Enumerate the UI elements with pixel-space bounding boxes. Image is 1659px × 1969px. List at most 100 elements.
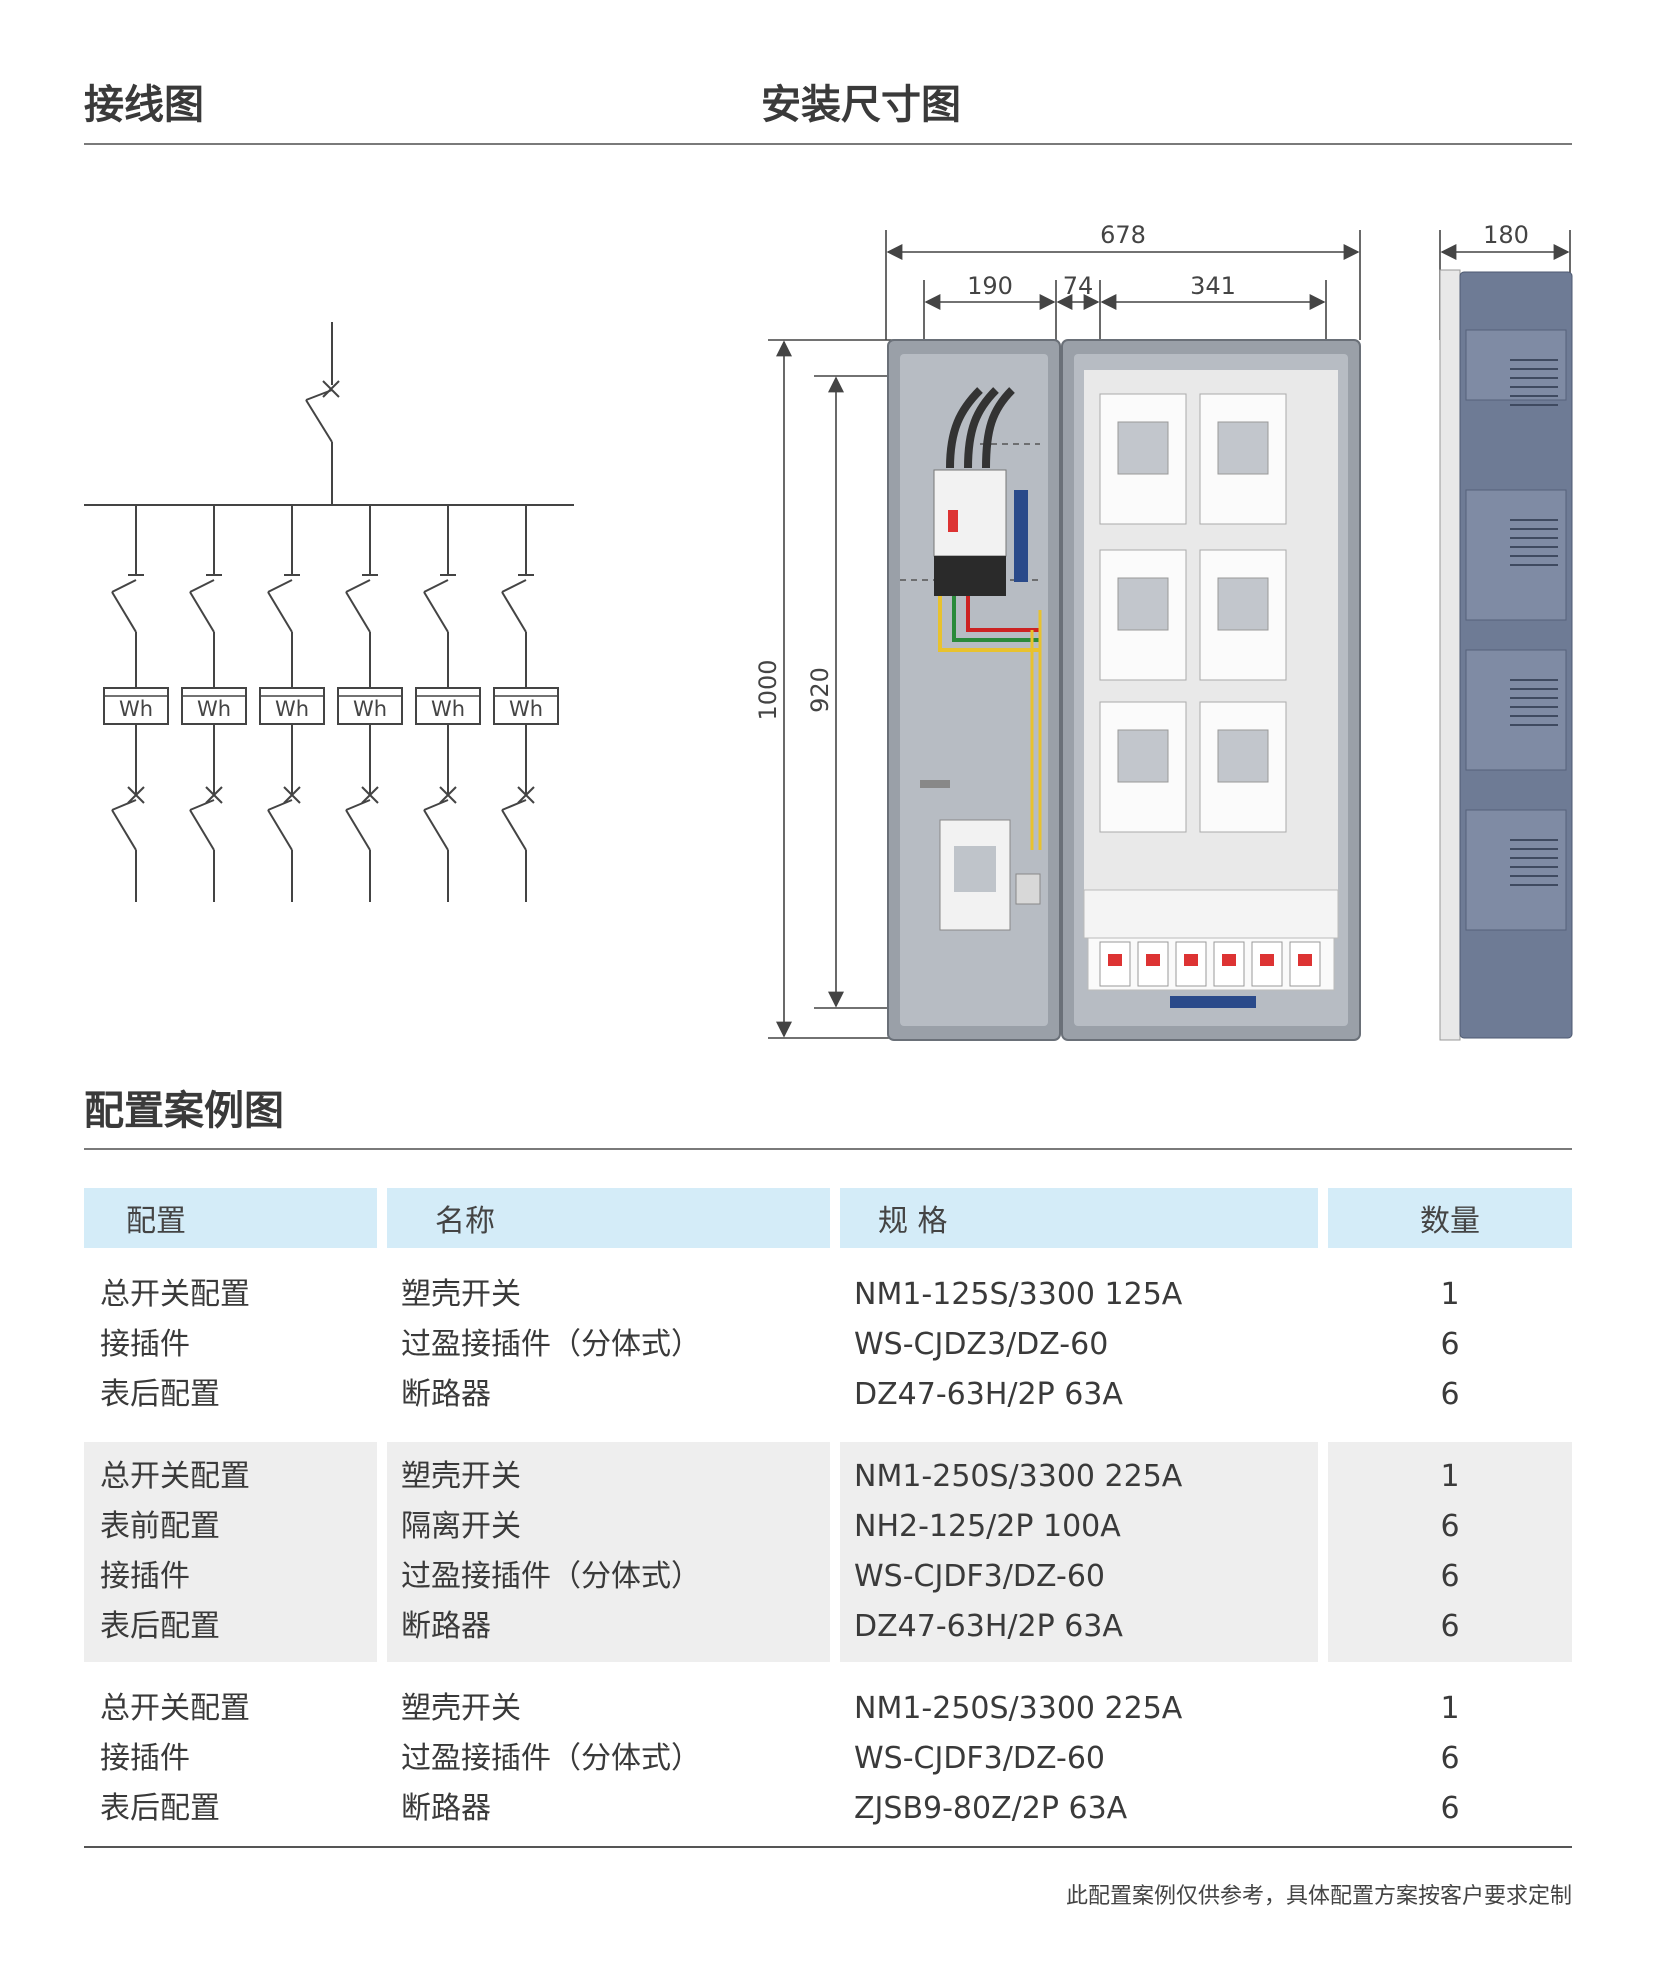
config-group-column-config: 总开关配置接插件表后配置 bbox=[84, 1674, 377, 1844]
header-quantity: 数量 bbox=[1328, 1188, 1572, 1248]
meter-label: Wh bbox=[509, 697, 543, 721]
meter-box: Wh bbox=[415, 687, 481, 725]
cell-name: 过盈接插件（分体式） bbox=[401, 1559, 701, 1594]
cell-spec: NM1-250S/3300 225A bbox=[854, 1459, 1183, 1494]
cell-config: 总开关配置 bbox=[100, 1277, 250, 1312]
cell-qty: 6 bbox=[1440, 1559, 1460, 1594]
cell-qty: 6 bbox=[1440, 1791, 1460, 1826]
cell-name: 断路器 bbox=[401, 1609, 491, 1644]
cabinet-side-view bbox=[1439, 269, 1573, 1041]
dim-total-width: 678 bbox=[1100, 221, 1146, 249]
cell-spec: DZ47-63H/2P 63A bbox=[854, 1609, 1123, 1644]
mcb bbox=[1137, 941, 1169, 987]
dim-total-height: 1000 bbox=[754, 659, 782, 720]
install-dimension-title: 安装尺寸图 bbox=[761, 82, 961, 128]
cell-name: 隔离开关 bbox=[401, 1509, 521, 1544]
config-group-column-spec: NM1-250S/3300 225A NH2-125/2P 100A WS-CJDF… bbox=[840, 1442, 1318, 1662]
cell-qty: 1 bbox=[1440, 1277, 1460, 1312]
meter-box: Wh bbox=[493, 687, 559, 725]
mcb bbox=[1213, 941, 1245, 987]
header-spec: 规 格 bbox=[840, 1188, 1318, 1248]
dim-middle-segment: 74 bbox=[1063, 272, 1094, 300]
dim-right-segment: 341 bbox=[1190, 272, 1236, 300]
cell-config: 接插件 bbox=[100, 1741, 190, 1776]
meter-box: Wh bbox=[103, 687, 169, 725]
config-group-column-name: 塑壳开关过盈接插件（分体式） 断路器 bbox=[387, 1260, 830, 1430]
cell-config: 总开关配置 bbox=[100, 1691, 250, 1726]
cell-name: 过盈接插件（分体式） bbox=[401, 1741, 701, 1776]
header-name: 名称 bbox=[387, 1188, 830, 1248]
cell-config: 表前配置 bbox=[100, 1509, 220, 1544]
cell-config: 表后配置 bbox=[100, 1609, 220, 1644]
cell-config: 表后配置 bbox=[100, 1377, 220, 1412]
cell-spec: NH2-125/2P 100A bbox=[854, 1509, 1121, 1544]
config-group-column-config: 总开关配置接插件表后配置 bbox=[84, 1260, 377, 1430]
top-divider bbox=[84, 143, 1572, 145]
config-group-column-qty: 1 6 6 bbox=[1328, 1674, 1572, 1844]
mcb bbox=[1251, 941, 1283, 987]
config-group-column-name: 塑壳开关隔离开关过盈接插件（分体式） 断路器 bbox=[387, 1442, 830, 1662]
meter-label: Wh bbox=[353, 697, 387, 721]
cell-name: 塑壳开关 bbox=[401, 1277, 521, 1312]
wiring-diagram: Wh Wh Wh Wh Wh Wh bbox=[84, 322, 574, 902]
meter-socket bbox=[1199, 701, 1287, 833]
config-table: 配置 名称 规 格 数量 总开关配置接插件表后配置塑壳开关过盈接插件（分体式）断… bbox=[84, 1188, 1572, 1844]
dim-inner-height: 920 bbox=[806, 667, 834, 713]
meter-box: Wh bbox=[259, 687, 325, 725]
cell-name: 塑壳开关 bbox=[401, 1691, 521, 1726]
config-group-column-qty: 1 6 6 bbox=[1328, 1260, 1572, 1430]
meter-label: Wh bbox=[431, 697, 465, 721]
cell-spec: WS-CJDF3/DZ-60 bbox=[854, 1741, 1106, 1776]
meter-label: Wh bbox=[275, 697, 309, 721]
cell-name: 断路器 bbox=[401, 1377, 491, 1412]
dim-left-segment: 190 bbox=[967, 272, 1013, 300]
mcb bbox=[1099, 941, 1131, 987]
cell-qty: 1 bbox=[1440, 1459, 1460, 1494]
cell-qty: 6 bbox=[1440, 1609, 1460, 1644]
cell-qty: 6 bbox=[1440, 1327, 1460, 1362]
meter-box: Wh bbox=[337, 687, 403, 725]
config-group-column-name: 塑壳开关过盈接插件（分体式） 断路器 bbox=[387, 1674, 830, 1844]
table-bottom-rule bbox=[84, 1846, 1572, 1848]
cell-config: 接插件 bbox=[100, 1327, 190, 1362]
mcb bbox=[1289, 941, 1321, 987]
cabinet-right-compartment bbox=[1061, 339, 1361, 1041]
meter-box: Wh bbox=[181, 687, 247, 725]
cell-name: 过盈接插件（分体式） bbox=[401, 1327, 701, 1362]
cell-config: 总开关配置 bbox=[100, 1459, 250, 1494]
cell-name: 塑壳开关 bbox=[401, 1459, 521, 1494]
cell-spec: WS-CJDZ3/DZ-60 bbox=[854, 1327, 1109, 1362]
cell-spec: ZJSB9-80Z/2P 63A bbox=[854, 1791, 1128, 1826]
meter-label: Wh bbox=[119, 697, 153, 721]
config-table-header: 配置 名称 规 格 数量 bbox=[84, 1188, 1572, 1248]
install-dimension-drawing: 678 190 74 341 180 1000 920 bbox=[754, 221, 1573, 1041]
cell-spec: DZ47-63H/2P 63A bbox=[854, 1377, 1123, 1412]
cell-qty: 6 bbox=[1440, 1377, 1460, 1412]
mcb bbox=[1175, 941, 1207, 987]
meter-socket bbox=[1099, 549, 1187, 681]
cell-spec: WS-CJDF3/DZ-60 bbox=[854, 1559, 1106, 1594]
meter-socket bbox=[1199, 393, 1287, 525]
cell-qty: 6 bbox=[1440, 1741, 1460, 1776]
cabinet-left-compartment bbox=[887, 339, 1061, 1041]
cell-config: 表后配置 bbox=[100, 1791, 220, 1826]
config-example-title: 配置案例图 bbox=[84, 1088, 284, 1134]
meter-label: Wh bbox=[197, 697, 231, 721]
cell-spec: NM1-125S/3300 125A bbox=[854, 1277, 1183, 1312]
cell-qty: 1 bbox=[1440, 1691, 1460, 1726]
config-group-column-config: 总开关配置表前配置接插件表后配置 bbox=[84, 1442, 377, 1662]
config-divider bbox=[84, 1148, 1572, 1150]
cell-config: 接插件 bbox=[100, 1559, 190, 1594]
cell-spec: NM1-250S/3300 225A bbox=[854, 1691, 1183, 1726]
meter-socket bbox=[1099, 393, 1187, 525]
dim-depth: 180 bbox=[1483, 221, 1529, 249]
cell-name: 断路器 bbox=[401, 1791, 491, 1826]
wiring-diagram-title: 接线图 bbox=[84, 82, 204, 128]
meter-socket bbox=[1099, 701, 1187, 833]
